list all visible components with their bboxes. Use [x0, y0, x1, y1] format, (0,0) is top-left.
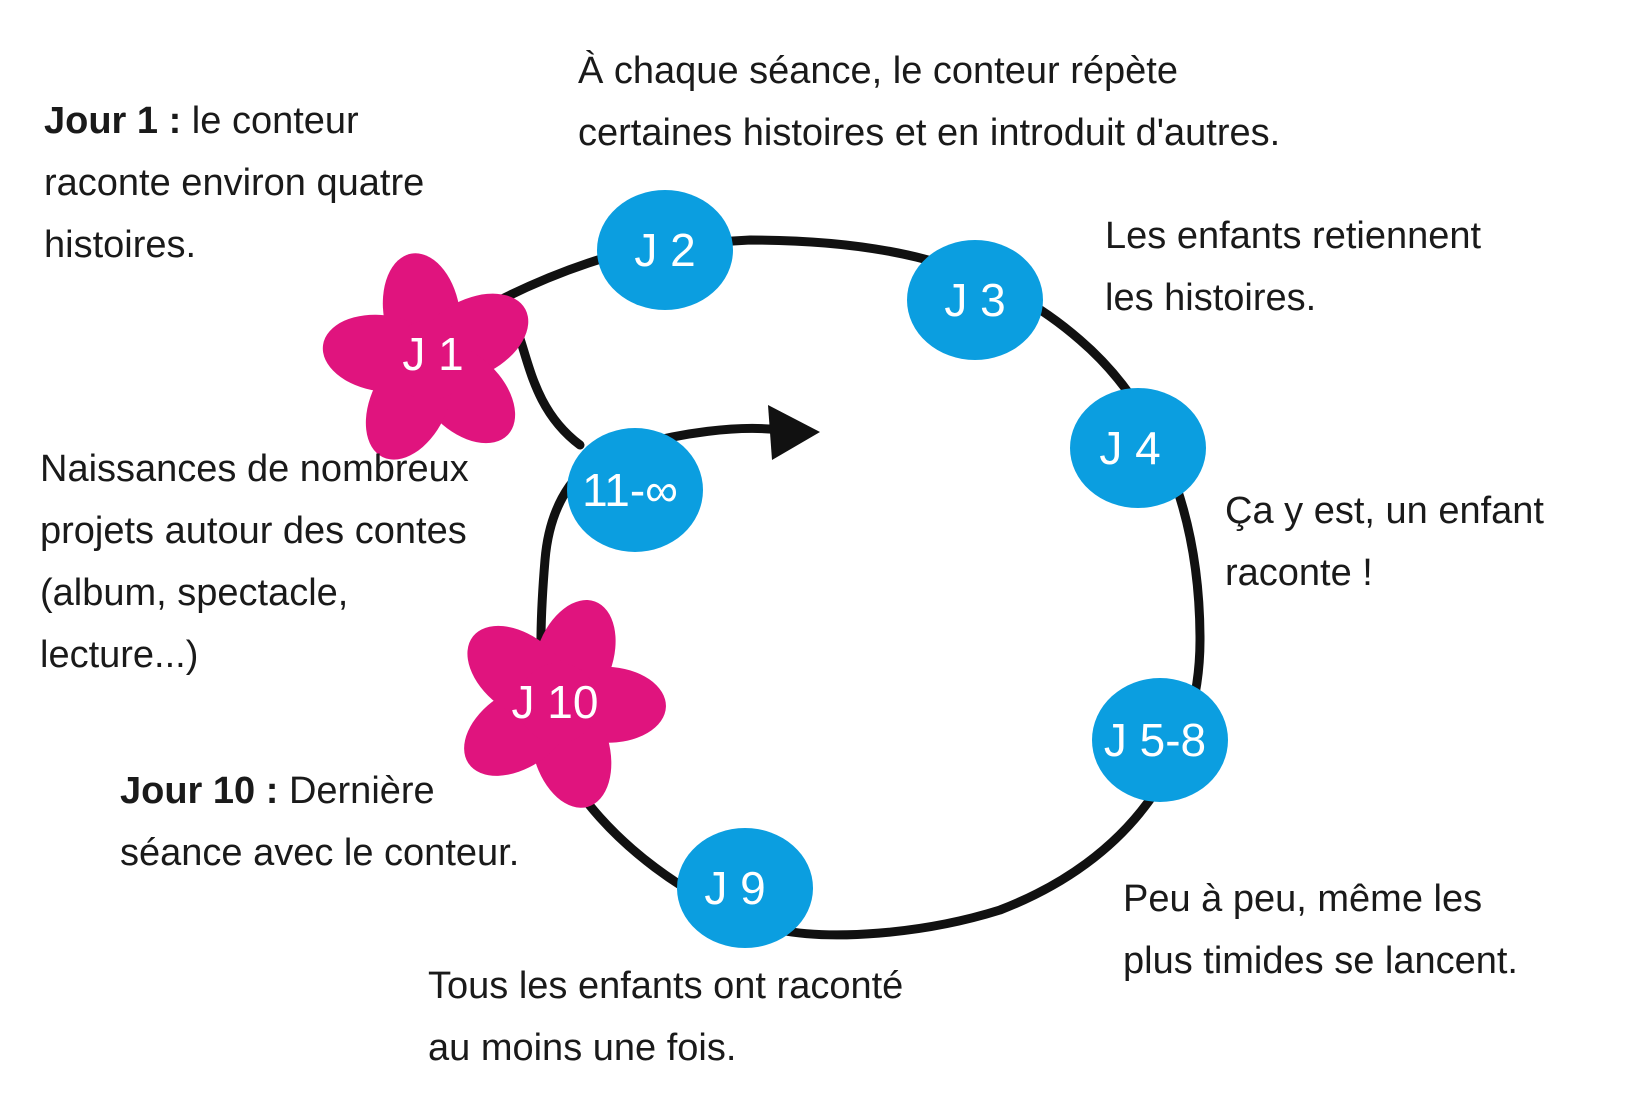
node-label: J 5-8 [1104, 714, 1206, 766]
caption-timid-line1: Peu à peu, même les [1123, 878, 1483, 920]
caption-projects-line1: Naissances de nombreux [40, 448, 469, 490]
caption-day1-line1: le conteur [181, 100, 359, 142]
caption-day10-line2: séance avec le conteur. [120, 832, 520, 874]
node-label: J 4 [1099, 422, 1160, 474]
caption-day1-line3: histoires. [44, 224, 197, 266]
caption-retain-line1: Les enfants retiennent [1105, 215, 1482, 257]
caption-child-tells: Ça y est, un enfant raconte ! [1225, 480, 1544, 604]
flower-j1 [322, 253, 529, 460]
caption-all-told-line1: Tous les enfants ont raconté [428, 965, 904, 1007]
caption-all-told-line2: au moins une fois. [428, 1027, 737, 1069]
caption-day10-line1: Dernière [278, 770, 435, 812]
node-j5-8: J 5-8 [1092, 678, 1228, 802]
caption-day1: Jour 1 : le conteur raconte environ quat… [44, 90, 424, 276]
caption-day1-bold: Jour 1 : [44, 100, 182, 142]
caption-each-session-line2: certaines histoires et en introduit d'au… [578, 112, 1281, 154]
caption-retain-line2: les histoires. [1105, 277, 1317, 319]
cycle-path [492, 235, 1205, 940]
caption-projects: Naissances de nombreux projets autour de… [40, 438, 469, 686]
caption-day10: Jour 10 : Dernière séance avec le conteu… [120, 760, 519, 884]
node-label-j10: J 10 [512, 676, 599, 728]
node-j4: J 4 [1070, 388, 1206, 508]
caption-day1-line2: raconte environ quatre [44, 162, 425, 204]
node-j11-infinity: 11-∞ [567, 428, 703, 552]
caption-projects-line2: projets autour des contes [40, 510, 467, 552]
caption-each-session-line1: À chaque séance, le conteur répète [578, 50, 1178, 92]
caption-all-told: Tous les enfants ont raconté au moins un… [428, 955, 903, 1079]
node-label: J 3 [944, 274, 1005, 326]
node-j2: J 2 [597, 190, 733, 310]
caption-day10-bold: Jour 10 : [120, 770, 279, 812]
caption-timid-line2: plus timides se lancent. [1123, 940, 1518, 982]
node-label: 11-∞ [582, 464, 678, 516]
flower-j10 [464, 600, 666, 808]
node-j3: J 3 [907, 240, 1043, 360]
caption-retain: Les enfants retiennent les histoires. [1105, 205, 1481, 329]
node-label: J 2 [634, 224, 695, 276]
caption-child-tells-line2: raconte ! [1225, 552, 1373, 594]
arrow-head [768, 405, 820, 460]
node-label: J 9 [704, 862, 765, 914]
caption-child-tells-line1: Ça y est, un enfant [1225, 490, 1544, 532]
caption-each-session: À chaque séance, le conteur répète certa… [578, 40, 1280, 164]
node-j9: J 9 [677, 828, 813, 948]
node-label-j1: J 1 [402, 328, 463, 380]
caption-timid: Peu à peu, même les plus timides se lanc… [1123, 868, 1518, 992]
caption-projects-line3: (album, spectacle, [40, 572, 349, 614]
caption-projects-line4: lecture...) [40, 634, 199, 676]
